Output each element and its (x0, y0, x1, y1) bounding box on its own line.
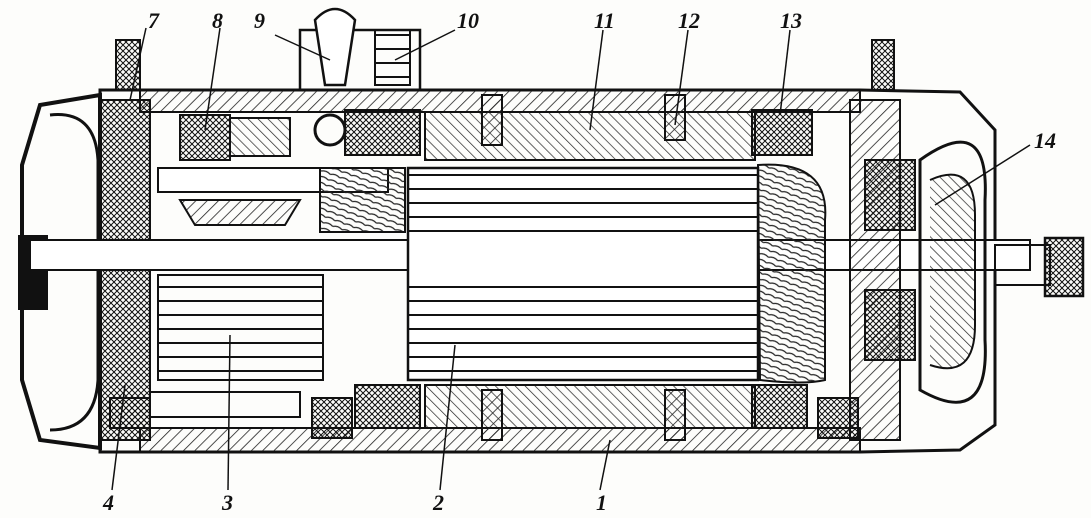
callout-11: 11 (594, 8, 615, 33)
callout-2: 2 (433, 490, 444, 515)
end-windings (319, 163, 827, 384)
left-fan (18, 92, 151, 451)
callout-7: 7 (148, 8, 159, 33)
callout-13: 13 (780, 8, 802, 33)
callout-14: 14 (1034, 128, 1056, 153)
brush-holder (298, 7, 422, 92)
pole-bolts (481, 94, 686, 441)
studs (109, 39, 895, 439)
right-bearing (849, 99, 987, 441)
callout-8: 8 (212, 8, 223, 33)
callout-4: 4 (103, 490, 114, 515)
callout-10: 10 (457, 8, 479, 33)
leader-lines (111, 27, 1031, 491)
stator-coils (344, 109, 813, 429)
callout-9: 9 (254, 8, 265, 33)
callout-3: 3 (222, 490, 233, 515)
rotor-core (406, 166, 760, 382)
callout-12: 12 (678, 8, 700, 33)
callout-1: 1 (596, 490, 607, 515)
